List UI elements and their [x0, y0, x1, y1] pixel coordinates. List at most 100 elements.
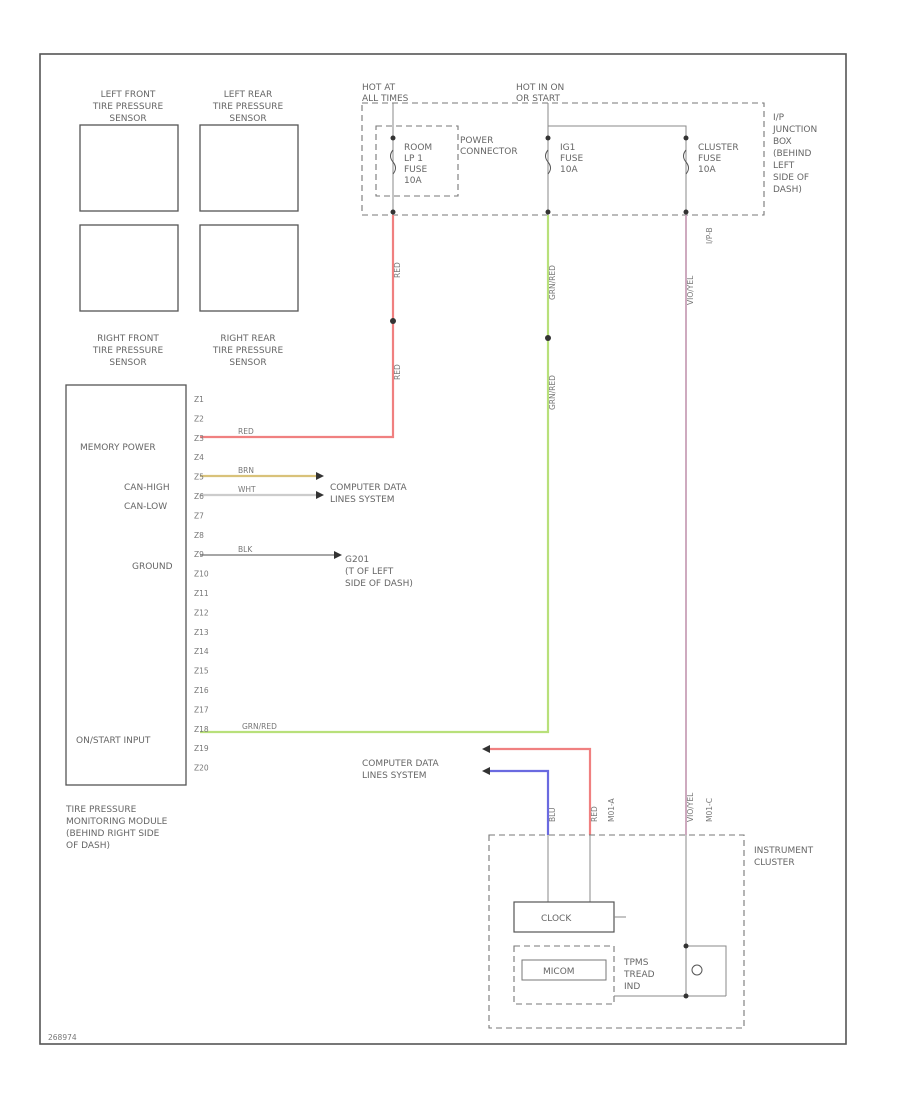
memory-power-wire-color-1: RED	[393, 262, 402, 278]
ign-fuse-label-1: IG1	[560, 143, 575, 153]
right-front-sensor-label-1: RIGHT FRONT	[97, 334, 159, 344]
right-front-sensor-label-2: TIRE PRESSURE	[92, 346, 164, 356]
room-fuse-label-4: 10A	[404, 176, 422, 186]
terminal-dot	[683, 943, 689, 949]
junction-box-outline	[361, 102, 765, 216]
right-front-sensor-label-3: SENSOR	[109, 358, 146, 368]
cluster-can-low-wire	[490, 769, 550, 835]
module-pin-label: Z3	[194, 434, 204, 443]
can-high-wire-color: BRN	[238, 466, 254, 475]
onstart-input-label: ON/START INPUT	[76, 736, 151, 746]
memory-power-wire-color-2: RED	[393, 364, 402, 380]
module-pin-label: Z18	[194, 725, 209, 734]
terminal-dot	[545, 209, 551, 215]
cluster-connector-a: M01-A	[607, 797, 616, 822]
lamp-branch-wire	[686, 945, 727, 996]
module-pin-label: Z14	[194, 647, 209, 656]
cluster-name-2: CLUSTER	[754, 858, 795, 868]
left-front-sensor-box	[79, 124, 179, 212]
ground-point-label-3: SIDE OF DASH)	[345, 579, 413, 589]
cluster-wire-color-1: VIO/YEL	[686, 275, 695, 305]
can-high-label: CAN-HIGH	[124, 483, 170, 493]
right-front-sensor-box	[79, 224, 179, 312]
ign-fuse-label-2: FUSE	[560, 154, 583, 164]
tpms-lamp-label-3: IND	[624, 982, 640, 992]
onstart-wire-color-2: GRN/RED	[548, 375, 557, 410]
cluster-can-low-color: BLU	[548, 808, 557, 822]
micom-block-label: MICOM	[543, 967, 575, 977]
terminal-dot	[683, 135, 689, 141]
terminal-dot	[390, 209, 396, 215]
hot-in-on-2: OR START	[516, 94, 560, 104]
left-rear-sensor-label-3: SENSOR	[229, 114, 266, 124]
module-pin-label: Z10	[194, 570, 209, 579]
power-connector-outline	[375, 125, 459, 197]
terminal-dot	[683, 993, 689, 999]
cluster-can-high-color: RED	[590, 806, 599, 822]
module-box	[65, 384, 187, 786]
cluster-fuse-label-3: 10A	[698, 165, 716, 175]
junction-box-label-7: DASH)	[773, 185, 802, 195]
micom-block	[513, 945, 615, 1005]
module-pin-label: Z16	[194, 686, 209, 695]
splice-dot	[545, 335, 551, 341]
room-fuse-label-2: LP 1	[404, 154, 423, 164]
micom-inner	[521, 959, 607, 981]
hot-at-all-times-2: ALL TIMES	[362, 94, 409, 104]
cluster-wire-color-2: VIO/YEL	[686, 792, 695, 822]
ground-wire-color: BLK	[238, 545, 253, 554]
left-rear-sensor-label-2: TIRE PRESSURE	[212, 102, 284, 112]
hot-in-on-1: HOT IN ON	[516, 83, 564, 93]
module-name-3: (BEHIND RIGHT SIDE	[66, 829, 160, 839]
junction-box-label-1: I/P	[773, 113, 785, 123]
lamp-symbol	[691, 964, 703, 976]
module-name-1: TIRE PRESSURE	[65, 805, 137, 815]
diagram-frame	[39, 53, 847, 1045]
left-front-sensor-label-3: SENSOR	[109, 114, 146, 124]
junction-box-label-3: BOX	[773, 137, 792, 147]
onstart-input-wire	[200, 215, 550, 734]
module-name-2: MONITORING MODULE	[66, 817, 168, 827]
memory-power-wire	[200, 215, 395, 439]
junction-box-label-2: JUNCTION	[772, 125, 817, 135]
ground-label: GROUND	[132, 562, 173, 572]
module-pin-label: Z19	[194, 744, 209, 753]
onstart-wire-color-1: GRN/RED	[548, 265, 557, 300]
tpms-lamp-label-1: TPMS	[623, 958, 649, 968]
module-pin-label: Z8	[194, 531, 204, 540]
module-pin-label: Z7	[194, 511, 204, 520]
cluster-name-1: INSTRUMENT	[754, 846, 814, 856]
can-low-arrow	[316, 491, 324, 499]
cluster-data-lines-label-2: LINES SYSTEM	[362, 771, 427, 781]
terminal-dot	[390, 135, 396, 141]
cluster-fuse-label-1: CLUSTER	[698, 143, 739, 153]
cluster-fuse-label-2: FUSE	[698, 154, 721, 164]
module-pin-label: Z17	[194, 705, 209, 714]
module-pin-label: Z12	[194, 608, 209, 617]
cluster-outline	[488, 834, 745, 1029]
room-fuse-label-3: FUSE	[404, 165, 427, 175]
can-low-label: CAN-LOW	[124, 502, 167, 512]
module-pin-label: Z15	[194, 667, 209, 676]
module-pin-label: Z6	[194, 492, 204, 501]
